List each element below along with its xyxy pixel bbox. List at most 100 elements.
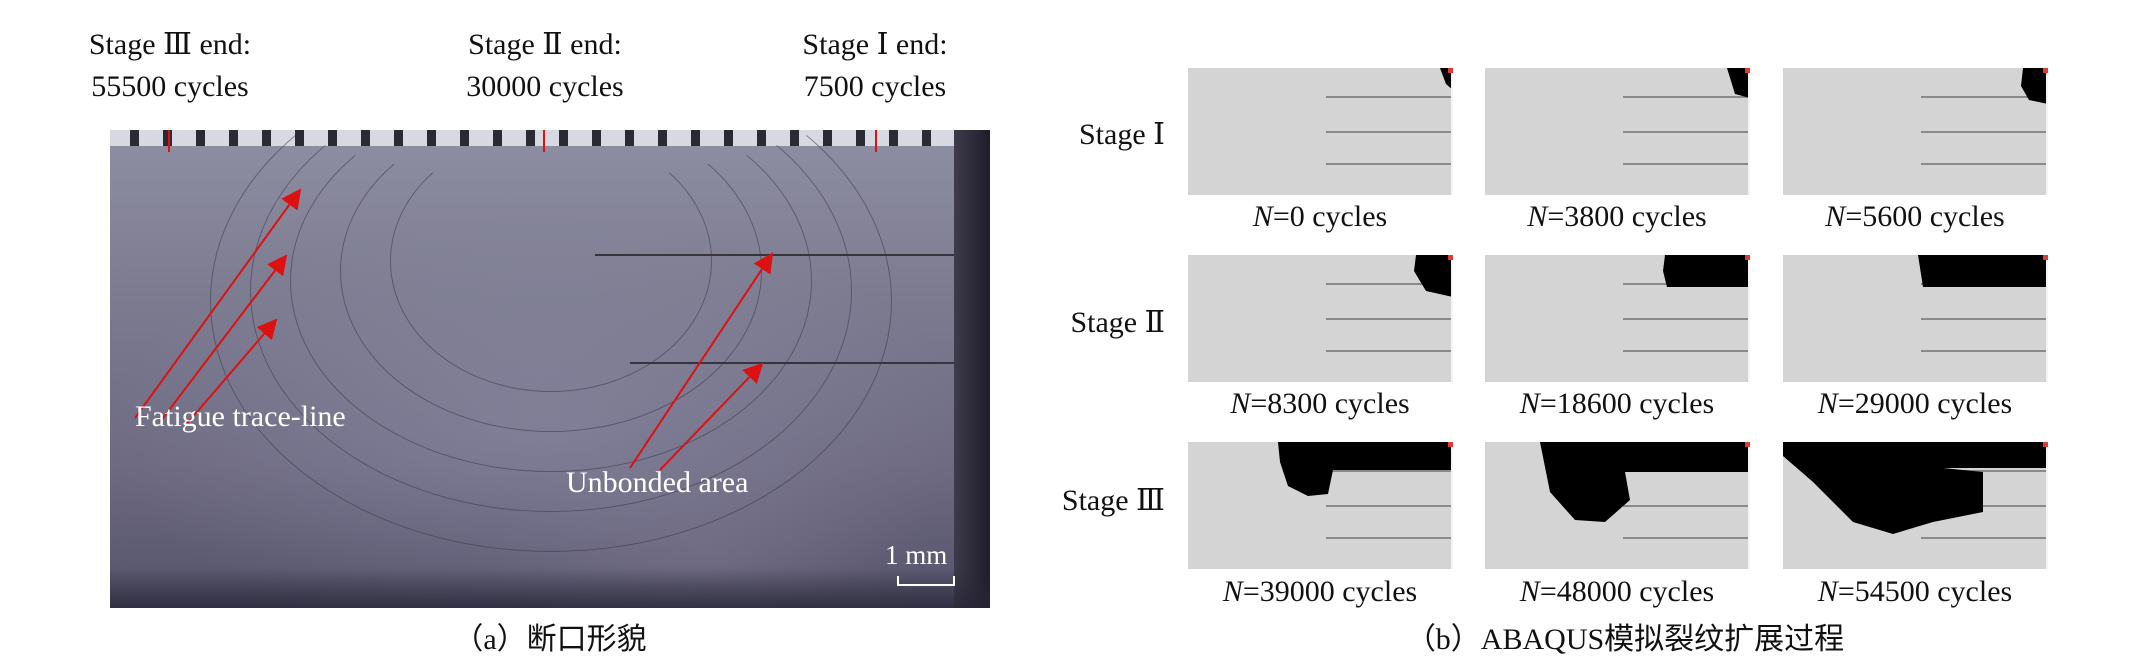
layer-interface-line (1326, 505, 1453, 507)
unbonded-area-label: Unbonded area (566, 466, 749, 499)
stage-1-end-label: Stage Ⅰ end: 7500 cycles (760, 24, 990, 108)
annotation-arrows (134, 188, 774, 471)
crack-region (1440, 68, 1453, 90)
panel-a-caption: （a）断口形貌 (453, 623, 647, 656)
cycle-count-label: N=18600 cycles (1467, 387, 1767, 421)
stage-2-end-cycles: 30000 cycles (466, 70, 624, 103)
ruler-tick (889, 130, 898, 146)
layer-interface-line (1326, 96, 1453, 98)
layer-interface-line (1921, 131, 2048, 133)
unbonded-arrow (659, 362, 764, 471)
specimen-edge (1748, 68, 1750, 195)
ruler-tick (130, 130, 139, 146)
cycle-value: =3800 cycles (1547, 200, 1707, 233)
layer-interface-line (1326, 318, 1453, 320)
crack-simulation-frame (1783, 442, 2048, 569)
crack-simulation-frame (1188, 255, 1453, 382)
crack-region (1783, 442, 2048, 534)
load-point-marker (2043, 68, 2048, 73)
load-point-marker (1745, 68, 1750, 73)
crack-front (1918, 255, 2048, 287)
ruler-tick (163, 130, 172, 146)
ruler-tick (262, 130, 271, 146)
stage-1-end-marker (875, 130, 877, 152)
beach-mark-arc (390, 130, 712, 392)
cycle-symbol: N (1519, 575, 1540, 608)
layer-interface-line (1921, 163, 2048, 165)
specimen-edge (1451, 68, 1453, 195)
layer-interface-line (1326, 350, 1453, 352)
crack-front (1440, 68, 1453, 90)
crack-front (1783, 442, 2048, 534)
cycle-count-label: N=8300 cycles (1170, 387, 1470, 421)
cycle-value: =18600 cycles (1539, 387, 1715, 420)
specimen-edge (1748, 255, 1750, 382)
layer-interface-line (1326, 131, 1453, 133)
layer-interface-line (1326, 470, 1453, 472)
cycle-count-label: N=0 cycles (1170, 200, 1470, 234)
crack-region (1278, 442, 1453, 496)
crack-front (2021, 68, 2048, 104)
row-label-stage-2: Stage Ⅱ (1070, 306, 1165, 339)
crack-simulation-frame (1783, 255, 2048, 382)
cycle-count-label: N=5600 cycles (1765, 200, 2065, 234)
ruler-tick (229, 130, 238, 146)
load-point-marker (1745, 442, 1750, 447)
fatigue-arrow (184, 318, 278, 427)
crack-simulation-frame (1188, 68, 1453, 195)
cycle-symbol: N (1519, 387, 1540, 420)
cycle-symbol: N (1222, 575, 1243, 608)
load-point-marker (1745, 255, 1750, 260)
specimen-bottom-shadow (110, 568, 990, 608)
crack-front (1727, 68, 1750, 98)
load-point-marker (2043, 255, 2048, 260)
crack-simulation-frame (1485, 255, 1750, 382)
cycle-symbol: N (1817, 575, 1838, 608)
cycle-count-label: N=48000 cycles (1467, 575, 1767, 609)
layer-interface-line (1326, 283, 1453, 285)
layer-interface-line (1623, 537, 1750, 539)
cycle-symbol: N (1825, 200, 1846, 233)
layer-interface-line (1921, 96, 2048, 98)
crack-simulation-frame (1485, 442, 1750, 569)
layer-interface-line (630, 362, 955, 364)
ruler-tick (856, 130, 865, 146)
layer-interface-line (1623, 318, 1750, 320)
load-point-marker (1448, 255, 1453, 260)
layer-interface-line (1921, 537, 2048, 539)
crack-front (1663, 255, 1750, 287)
specimen-edge (1451, 255, 1453, 382)
cycle-count-label: N=54500 cycles (1765, 575, 2065, 609)
stage-1-end-title: Stage Ⅰ end: (802, 28, 948, 61)
cycle-value: =39000 cycles (1242, 575, 1418, 608)
load-point-marker (1448, 68, 1453, 73)
layer-interface-line (1623, 131, 1750, 133)
fatigue-trace-line-label: Fatigue trace-line (135, 400, 346, 433)
beach-mark-arc (340, 130, 762, 432)
panel-b-caption: （b）ABAQUS模拟裂纹扩展过程 (1405, 623, 1845, 656)
load-point-marker (2043, 442, 2048, 447)
fatigue-arrow (159, 254, 288, 423)
specimen-edge (2046, 442, 2048, 569)
stage-2-end-marker (543, 130, 545, 152)
crack-region (1414, 255, 1453, 297)
specimen-edge (2046, 255, 2048, 382)
load-point-marker (1448, 442, 1453, 447)
specimen-edge (1451, 442, 1453, 569)
cycle-value: =0 cycles (1272, 200, 1388, 233)
ruler-tick (823, 130, 832, 146)
crack-region (1918, 255, 2048, 287)
layer-interface-line (595, 254, 955, 256)
specimen-edge-shadow (954, 130, 990, 608)
stage-3-end-label: Stage Ⅲ end: 55500 cycles (55, 24, 285, 108)
scale-bar (897, 576, 955, 586)
stage-2-end-label: Stage Ⅱ end: 30000 cycles (430, 24, 660, 108)
crack-front (1414, 255, 1453, 297)
layer-interface-line (1623, 163, 1750, 165)
layer-interface-line (1921, 350, 2048, 352)
row-label-stage-3: Stage Ⅲ (1061, 484, 1165, 517)
ruler-tick (922, 130, 931, 146)
stage-3-end-title: Stage Ⅲ end: (88, 28, 252, 61)
crack-region (1540, 442, 1750, 522)
cycle-symbol: N (1527, 200, 1548, 233)
